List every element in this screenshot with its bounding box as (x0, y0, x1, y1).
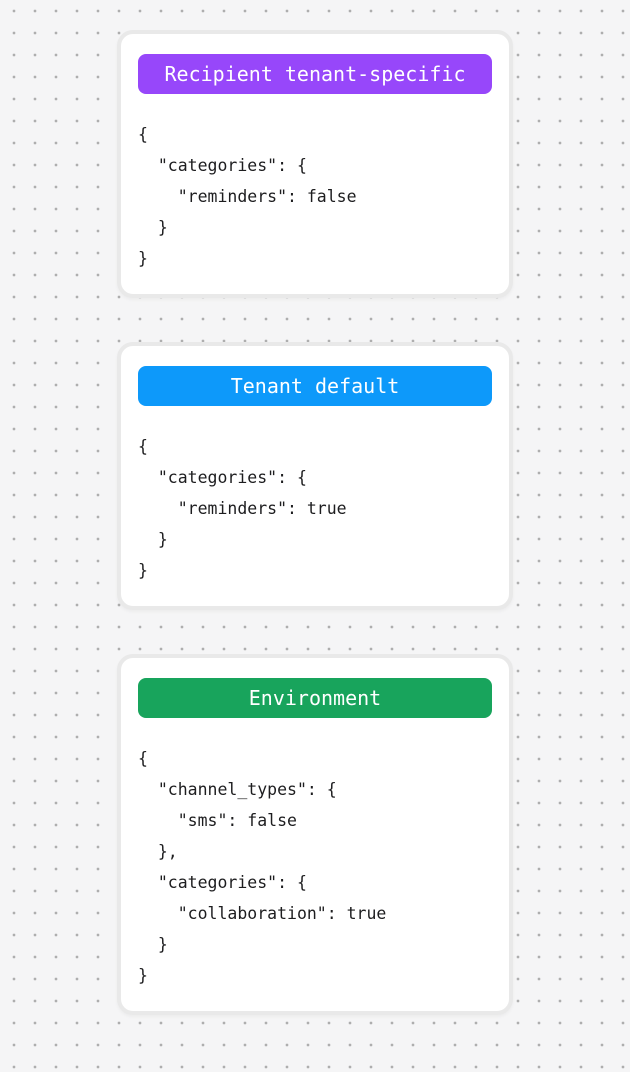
json-code-block-recipient-tenant-specific: { "categories": { "reminders": false } } (138, 125, 357, 268)
json-code-block-tenant-default: { "categories": { "reminders": true } } (138, 437, 347, 580)
badge-recipient-tenant-specific: Recipient tenant-specific (138, 54, 492, 94)
badge-environment: Environment (138, 678, 492, 718)
json-code-block-environment: { "channel_types": { "sms": false }, "ca… (138, 749, 387, 985)
preference-card-recipient-tenant-specific: Recipient tenant-specific { "categories"… (117, 30, 513, 298)
preference-card-tenant-default: Tenant default { "categories": { "remind… (117, 342, 513, 610)
preference-card-environment: Environment { "channel_types": { "sms": … (117, 654, 513, 1015)
badge-tenant-default: Tenant default (138, 366, 492, 406)
